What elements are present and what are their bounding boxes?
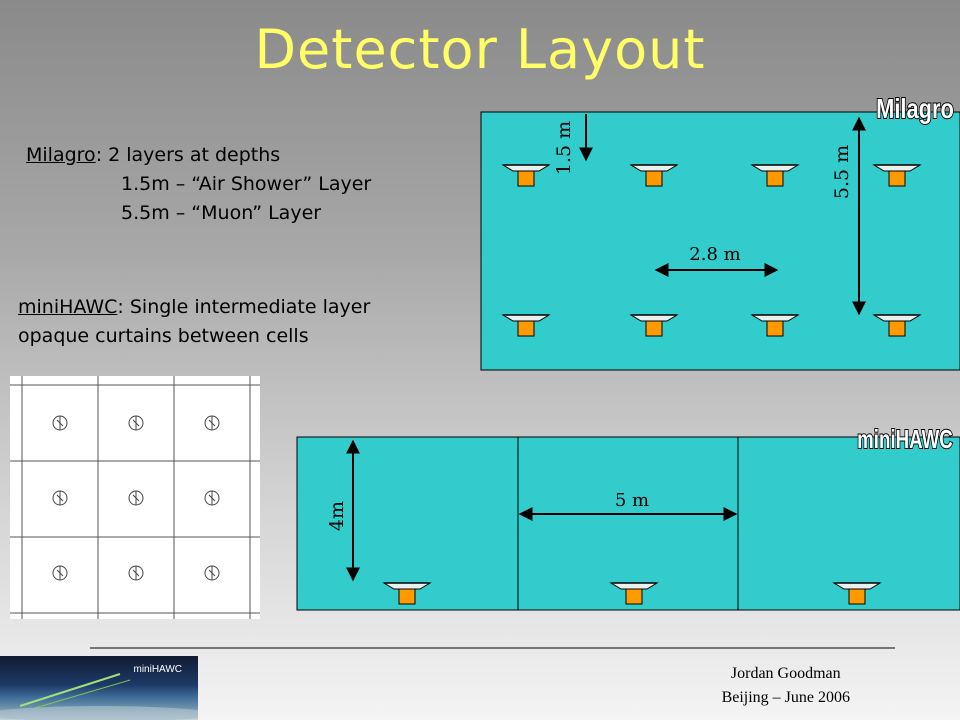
minihawc-desc: : Single intermediate layer [117,296,371,318]
milagro-layer-2: 5.5m – “Muon” Layer [121,202,322,224]
slide-title: Detector Layout [254,18,706,81]
pmt-marker-icon [128,565,144,581]
footer: Jordan Goodman Beijing – June 2006 [722,662,850,710]
milagro-desc: : 2 layers at depths [95,144,281,166]
pmt-marker-icon [204,415,220,431]
milagro-muon-depth-label: 5.5 m [831,145,853,199]
pmt-marker-icon [52,415,68,431]
milagro-spacing-label: 2.8 m [689,244,740,265]
footer-venue: Beijing – June 2006 [721,689,850,706]
logo-artwork [0,673,198,720]
minihawc-desc-line2: opaque curtains between cells [18,325,309,347]
minihawc-pool [296,436,960,611]
pmt-marker-icon [204,565,220,581]
milagro-label: Milagro [876,93,954,124]
minihawc-cell-width-label: 5 m [615,490,649,511]
milagro-depth-label: 1.5 m [553,121,575,175]
pmt-marker-icon [52,565,68,581]
minihawc-label: miniHAWC [857,424,953,454]
grid-pmt-markers [52,415,220,581]
milagro-layer-1: 1.5m – “Air Shower” Layer [121,173,372,195]
logo-label: miniHAWC [133,664,182,675]
pmt-marker-icon [128,490,144,506]
minihawc-description: miniHAWC: Single intermediate layer opaq… [18,293,370,351]
minihawc-height-label: 4m [326,501,348,531]
pmt-marker-icon [52,490,68,506]
milagro-description: Milagro: 2 layers at depths 1.5m – “Air … [26,141,371,228]
minihawc-logo-image: miniHAWC [0,656,198,720]
milagro-name: Milagro [26,144,96,166]
pmt-marker-icon [204,490,220,506]
footer-author: Jordan Goodman [730,665,841,682]
pmt-marker-icon [128,415,144,431]
cell-grid-lines [10,376,260,619]
milagro-pool [480,111,960,371]
minihawc-name: miniHAWC [18,296,118,318]
